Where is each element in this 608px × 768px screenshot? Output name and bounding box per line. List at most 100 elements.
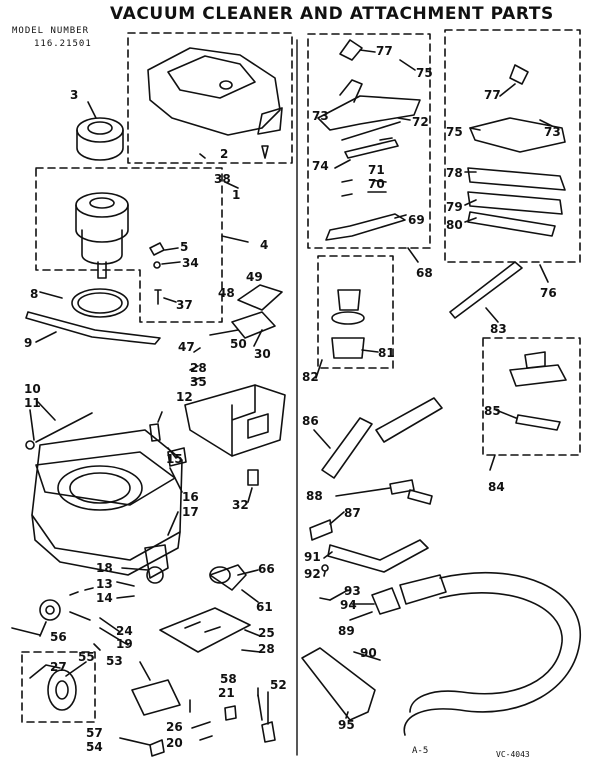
- part-number-label: 72: [412, 115, 429, 129]
- plate-part-25: [159, 607, 251, 653]
- part-number-label: 15: [166, 452, 183, 466]
- caster-part-18: [144, 544, 169, 579]
- dusting-brush-part-81: [331, 311, 365, 325]
- part-number-label: 3: [70, 88, 79, 102]
- part-number-label: 47: [178, 340, 195, 354]
- bumper-part-78: [467, 167, 566, 191]
- cord-part-56: [11, 627, 41, 636]
- motor-housing-box: [127, 32, 293, 164]
- part-number-label: 92: [304, 567, 321, 581]
- part-number-label: 19: [116, 637, 133, 651]
- rod-part-10: [35, 412, 93, 443]
- part-number-label: 4: [260, 238, 269, 252]
- part-number-label: 90: [360, 646, 377, 660]
- floor-tool-box: [307, 33, 431, 249]
- bumper-part-79: [467, 191, 563, 215]
- part-number-label: 52: [270, 678, 287, 692]
- part-number-label: 77: [376, 44, 393, 58]
- part-number-label: 86: [302, 414, 319, 428]
- part-number-label: 56: [50, 630, 67, 644]
- part-number-label: 8: [30, 287, 39, 301]
- part-number-label: 78: [446, 166, 463, 180]
- part-number-label: 83: [490, 322, 507, 336]
- part-number-label: 75: [446, 125, 463, 139]
- part-number-label: 50: [230, 337, 247, 351]
- part-number-label: 2: [220, 147, 229, 161]
- floor-nozzle-part-75: [317, 95, 421, 131]
- skid-part-69: [325, 213, 406, 241]
- coupling-part-89: [371, 587, 401, 615]
- part-number-label: 88: [306, 489, 323, 503]
- part-number-label: 95: [338, 718, 355, 732]
- part-number-label: 18: [96, 561, 113, 575]
- brush-strip-part-80: [467, 211, 556, 237]
- part-number-label: 10: [24, 382, 41, 396]
- seal-part-9: [25, 311, 161, 345]
- motor-assembly-box: [35, 167, 223, 323]
- part-number-label: 53: [106, 654, 123, 668]
- part-number-label: 79: [446, 200, 463, 214]
- part-number-label: 75: [416, 66, 433, 80]
- part-number-label: 77: [484, 88, 501, 102]
- wand-part-86b: [375, 397, 443, 443]
- part-number-label: 16: [182, 490, 199, 504]
- diagram-title: VACUUM CLEANER AND ATTACHMENT PARTS: [110, 4, 554, 24]
- part-number-label: 13: [96, 577, 113, 591]
- part-number-label: 25: [258, 626, 275, 640]
- part-number-label: 34: [182, 256, 199, 270]
- part-number-label: 30: [254, 347, 271, 361]
- part-number-label: 49: [246, 270, 263, 284]
- part-number-label: 70: [368, 177, 385, 191]
- part-number-label: 66: [258, 562, 275, 576]
- part-number-label: 71: [368, 163, 385, 177]
- part-number-label: 48: [218, 286, 235, 300]
- swivel-part-77: [339, 39, 363, 61]
- part-number-label: 14: [96, 591, 113, 605]
- part-number-label: 84: [488, 480, 505, 494]
- part-number-label: 80: [446, 218, 463, 232]
- screw-part-2: [261, 145, 269, 159]
- part-number-label: 17: [182, 505, 199, 519]
- hose-part-90: [403, 571, 581, 736]
- part-number-label: 74: [312, 159, 329, 173]
- part-number-label: 38: [214, 172, 231, 186]
- part-number-label: 61: [256, 600, 273, 614]
- rug-tool-box: [444, 29, 581, 263]
- part-number-label: 12: [176, 390, 193, 404]
- gasket-part-8: [71, 288, 129, 318]
- part-number-label: 87: [344, 506, 361, 520]
- model-number: 116.21501: [34, 39, 92, 49]
- part-number-label: 24: [116, 624, 133, 638]
- part-number-label: 55: [78, 650, 95, 664]
- part-number-label: 1: [232, 188, 241, 202]
- part-number-label: 27: [50, 660, 67, 674]
- part-number-label: 76: [540, 286, 557, 300]
- bracket-part-53: [131, 679, 181, 716]
- upholstery-tool-box: [482, 337, 581, 456]
- part-number-label: 69: [408, 213, 425, 227]
- part-number-label: 57: [86, 726, 103, 740]
- part-number-label: 9: [24, 336, 33, 350]
- part-number-label: 91: [304, 550, 321, 564]
- dusting-brush-box: [317, 255, 394, 369]
- part-number-label: 11: [24, 396, 41, 410]
- part-number-label: 58: [220, 672, 237, 686]
- page-code: A-5: [412, 746, 429, 756]
- part-number-label: 37: [176, 298, 193, 312]
- part-number-label: 32: [232, 498, 249, 512]
- cord-reel-box: [21, 651, 96, 723]
- part-number-label: 26: [166, 720, 183, 734]
- part-number-label: 81: [378, 346, 395, 360]
- part-number-label: 28: [258, 642, 275, 656]
- crevice-tool-part-83: [449, 261, 523, 319]
- handle-part-95: [301, 647, 376, 721]
- motor-housing-cover: [147, 47, 281, 136]
- part-number-label: 68: [416, 266, 433, 280]
- cord-reel-part-27: [47, 669, 77, 711]
- wand-part-86: [321, 417, 373, 479]
- part-number-label: 35: [190, 375, 207, 389]
- latch-part-50: [231, 311, 276, 339]
- part-number-label: 54: [86, 740, 103, 754]
